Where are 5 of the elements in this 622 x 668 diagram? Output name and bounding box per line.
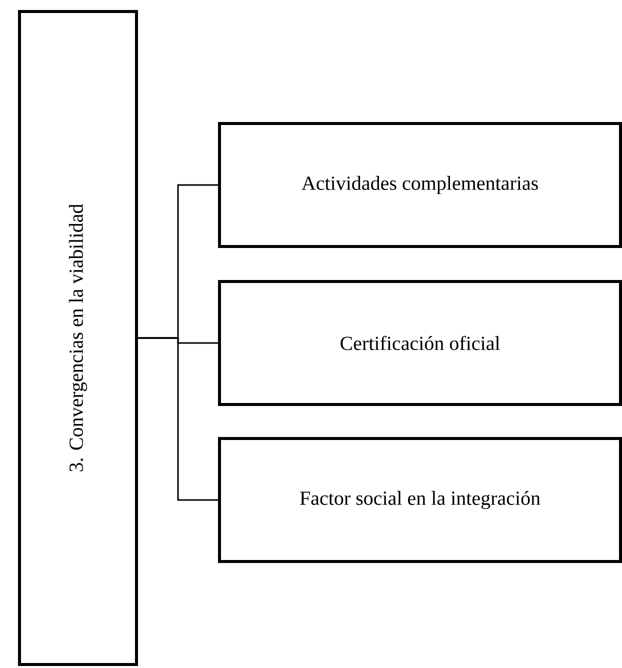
process-box: Certificación oficial xyxy=(218,280,622,406)
process-box: Factor social en la integración xyxy=(218,437,622,563)
vertical-box: 3. Convergencias en la viabilidad xyxy=(18,10,138,666)
connector xyxy=(138,337,218,501)
process-box: Actividades complementarias xyxy=(218,122,622,248)
